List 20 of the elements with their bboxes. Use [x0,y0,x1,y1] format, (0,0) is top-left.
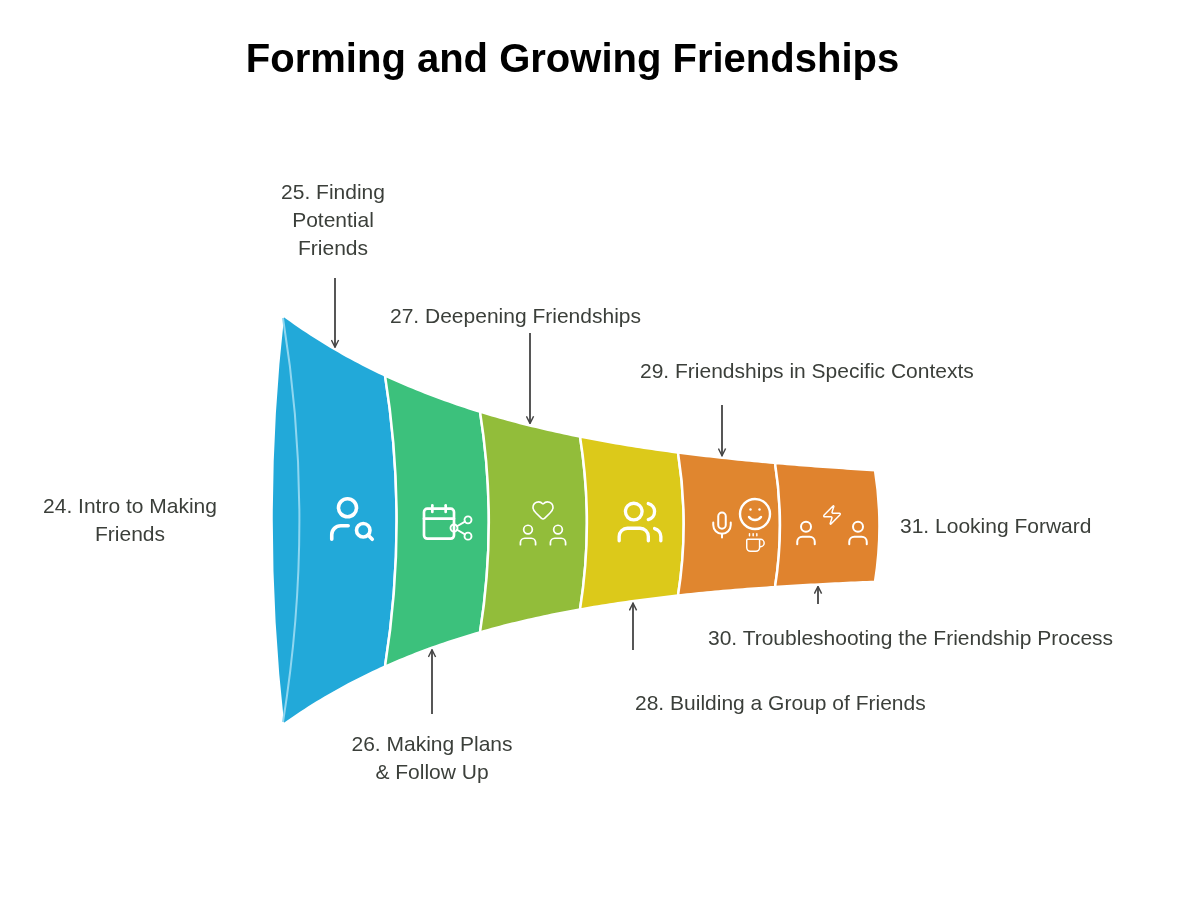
arrow [525,332,535,425]
step-label: 27. Deepening Friendships [390,302,641,330]
step-label: 26. Making Plans & Follow Up [347,730,517,786]
step-label: 29. Friendships in Specific Contexts [640,357,974,385]
funnel-section [383,374,491,668]
step-label: 28. Building a Group of Friends [635,689,926,717]
arrow [628,602,638,651]
funnel-section [578,435,685,611]
step-label: 31. Looking Forward [900,513,1092,539]
title: Forming and Growing Friendships [244,36,901,81]
arrow [427,648,437,715]
arrow [717,404,727,457]
funnel-section [773,461,881,589]
arrow [330,277,340,349]
arrow [813,585,823,605]
step-label: 25. Finding Potential Friends [268,178,398,262]
step-label: 24. Intro to Making Friends [42,493,218,547]
funnel-section [676,451,782,597]
step-label: 30. Troubleshooting the Friendship Process [708,624,1114,652]
funnel-section [478,410,589,634]
